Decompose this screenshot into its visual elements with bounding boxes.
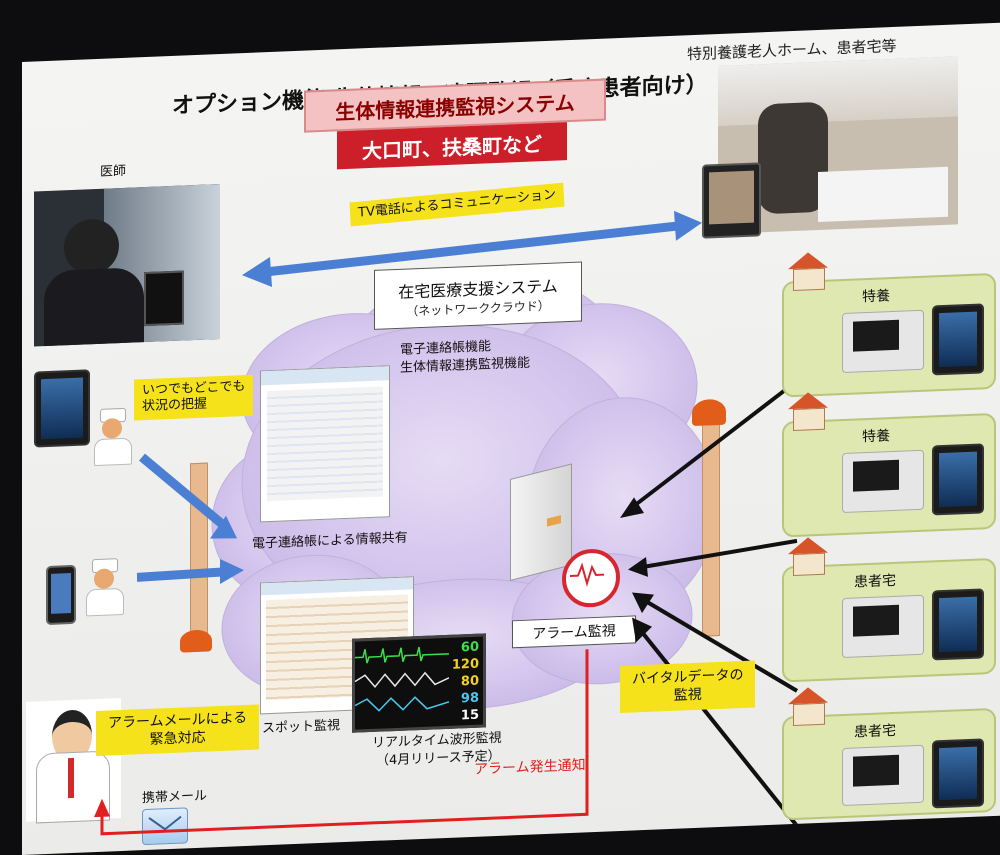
ipad-icon xyxy=(34,369,90,448)
house-icon xyxy=(788,251,828,294)
tablet-icon xyxy=(144,270,184,327)
cloud-system-box: 在宅医療支援システム （ネットワーククラウド） xyxy=(374,261,582,330)
device-arrows xyxy=(136,453,244,585)
vital-monitor-device xyxy=(842,744,924,807)
house-icon xyxy=(788,391,828,434)
alarm-notification-line xyxy=(94,649,589,836)
site-panel-1: 特養 xyxy=(782,251,996,398)
ipad-icon xyxy=(932,738,984,809)
notebook-screenshot xyxy=(260,365,390,523)
ipad-icon xyxy=(932,443,984,516)
realtime-waveform-monitor: 60 120 80 98 15 xyxy=(352,633,486,733)
site-label: 特養 xyxy=(862,288,890,306)
house-icon xyxy=(788,536,828,579)
smartphone-icon xyxy=(46,564,76,626)
anytime-line2: 状況の把握 xyxy=(142,396,208,415)
site-label: 患者宅 xyxy=(854,722,896,741)
vital-monitor-device xyxy=(842,594,924,659)
server-icon xyxy=(510,463,572,581)
vital-monitor-device xyxy=(842,449,924,514)
site-panel-3: 患者宅 xyxy=(782,536,996,683)
site-label: 特養 xyxy=(862,428,890,446)
site-label: 患者宅 xyxy=(854,572,896,591)
presentation-slide: オプション機能 生体情報の遠隔監視（重症患者向け） 特別養護老人ホーム、患者宅等… xyxy=(22,22,1000,855)
tv-phone-tablet-icon xyxy=(702,162,761,239)
site-panel-2: 特養 xyxy=(782,391,996,538)
mail-icon xyxy=(142,807,188,846)
ipad-icon xyxy=(932,303,984,376)
ipad-icon xyxy=(932,588,984,661)
doctor-avatar-icon-2 xyxy=(84,558,124,617)
alarm-clock-icon xyxy=(562,547,620,609)
anytime-caption: いつでもどこでも 状況の把握 xyxy=(134,374,254,421)
doctor-photo xyxy=(34,184,220,347)
doctor-label: 医師 xyxy=(100,163,127,180)
vital-monitor-device xyxy=(842,309,924,374)
vital-data-arrows xyxy=(620,379,799,828)
site-panel-4: 患者宅 xyxy=(782,686,996,821)
vital-monitor-caption: バイタルデータの 監視 xyxy=(620,660,756,713)
house-icon xyxy=(788,686,828,729)
tv-phone-arrow xyxy=(242,210,702,287)
